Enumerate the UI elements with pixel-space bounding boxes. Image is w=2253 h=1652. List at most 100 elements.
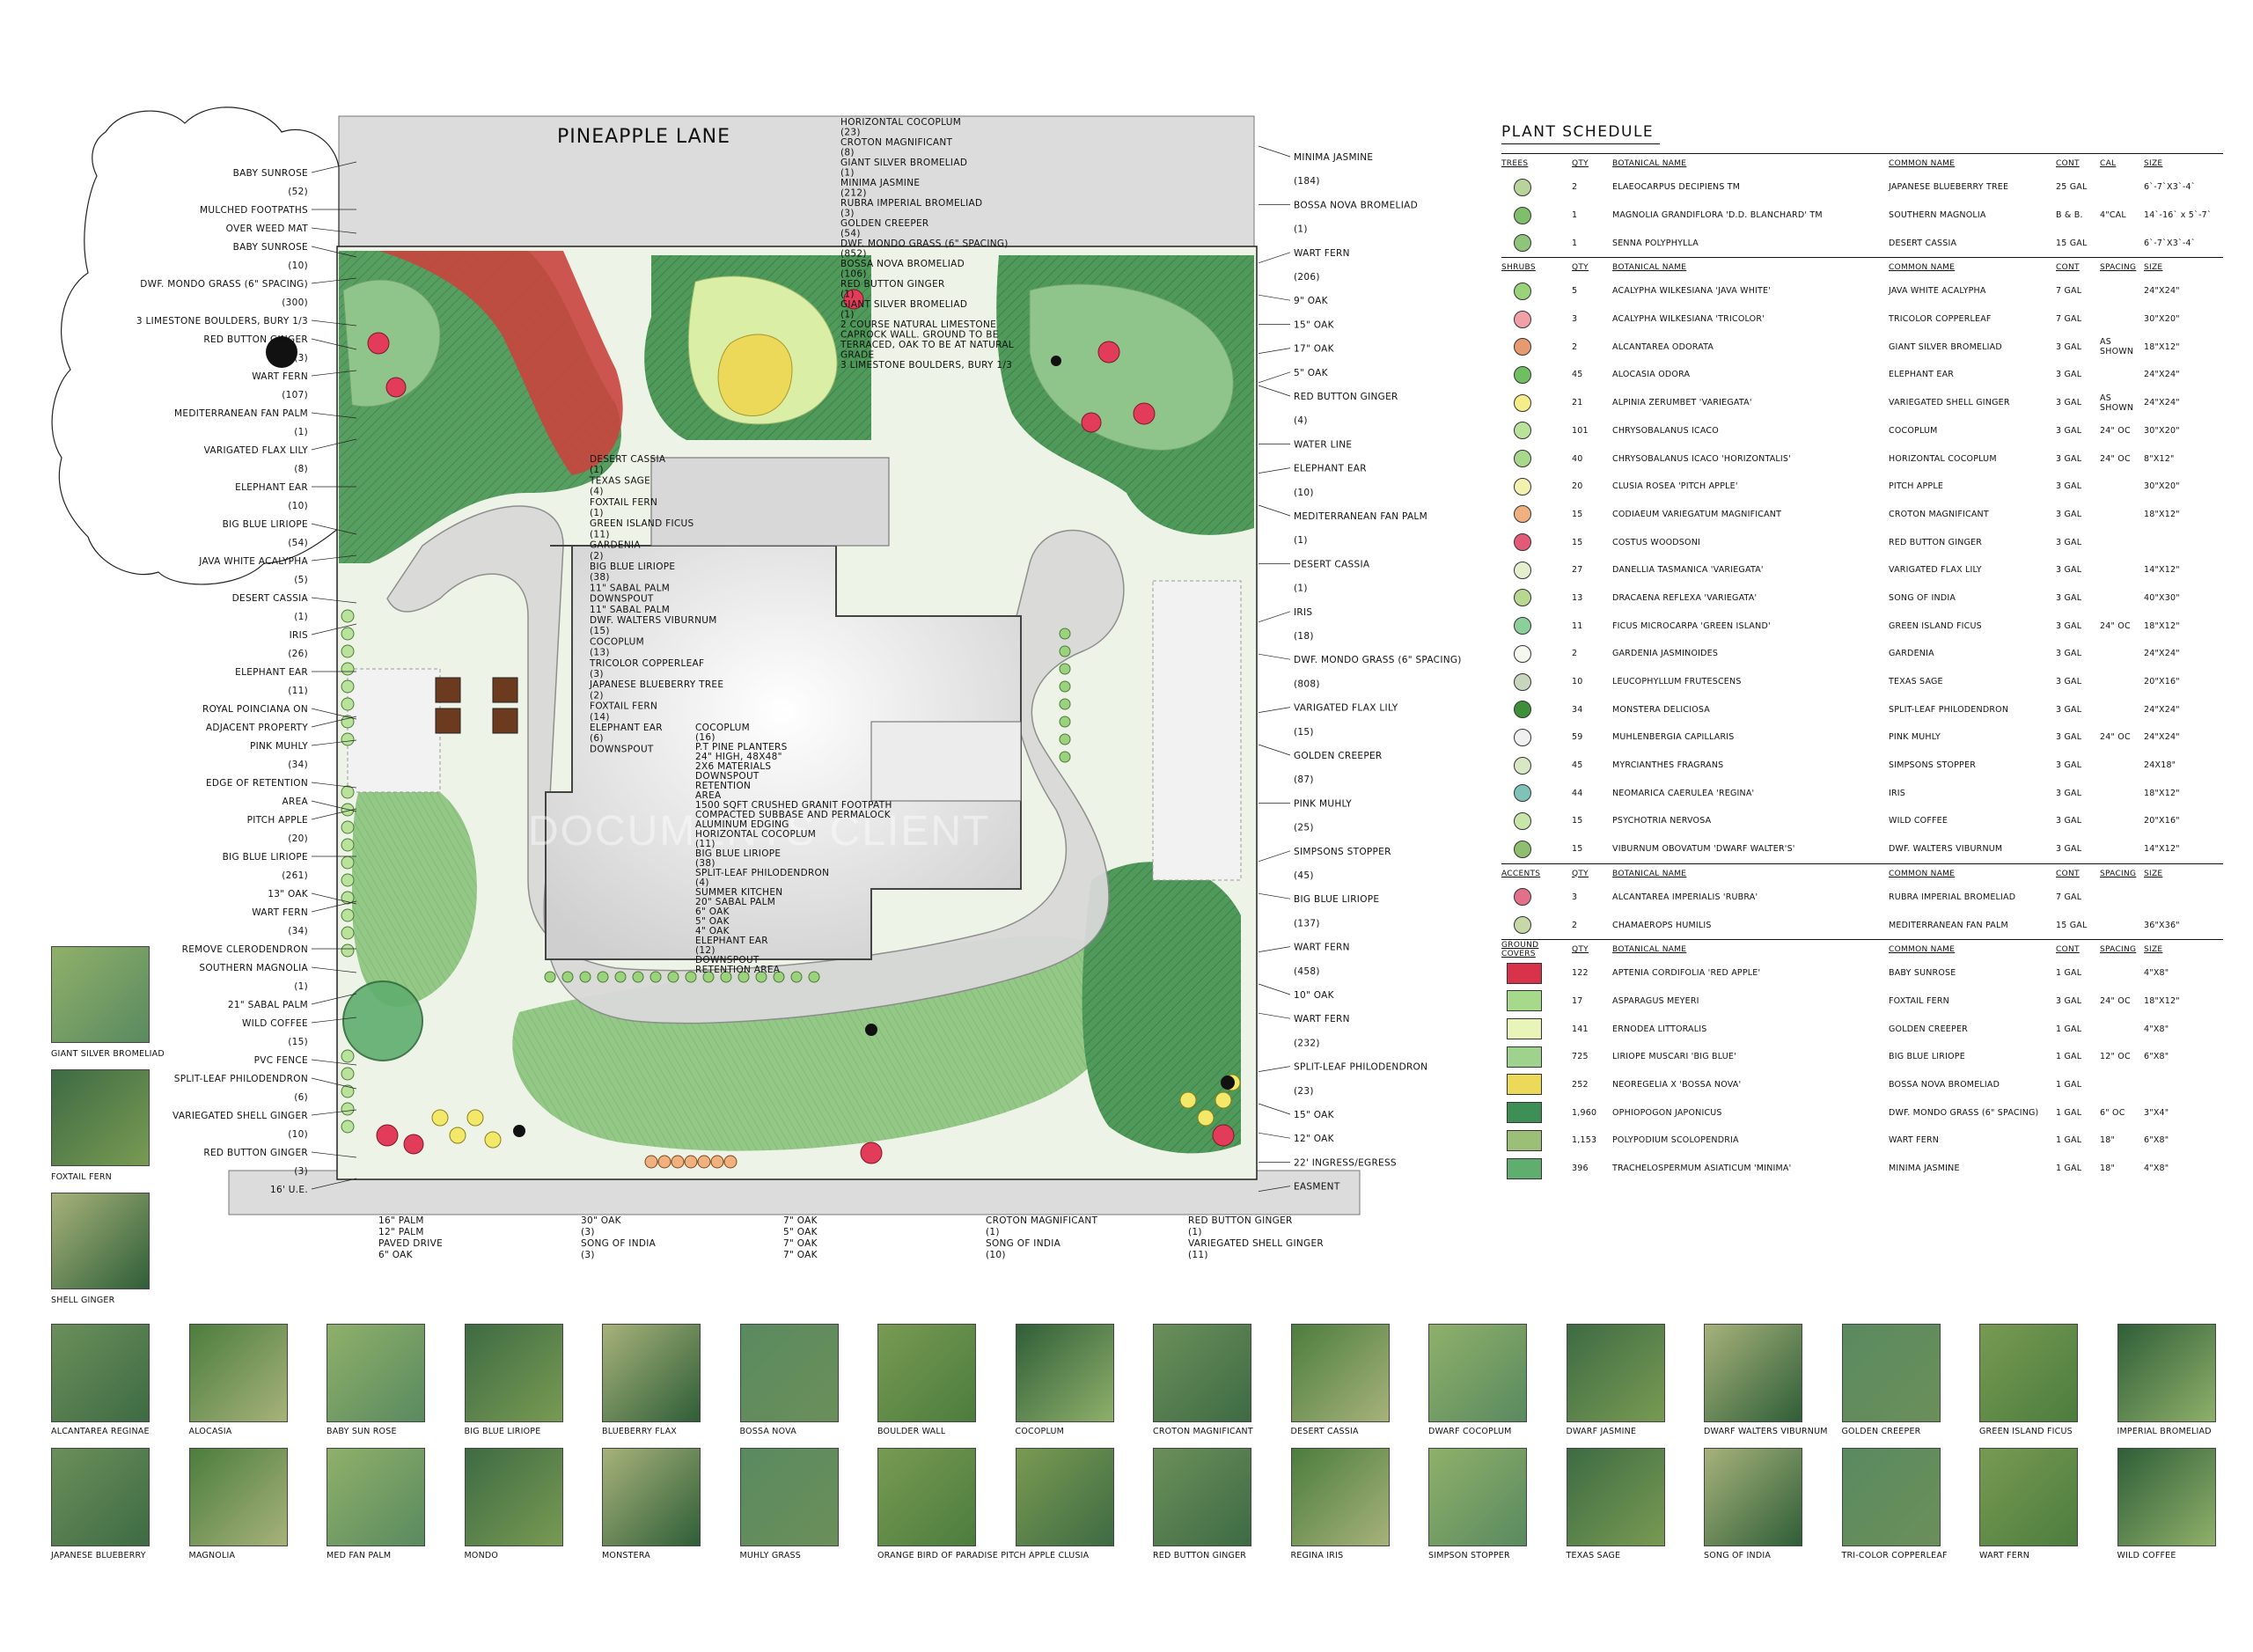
schedule-header-cell: COMMON NAME — [1889, 159, 1956, 168]
schedule-cell-size: 24"X24" — [2144, 704, 2180, 715]
plan-label: (10) — [288, 501, 308, 511]
house-footprint — [545, 545, 1022, 960]
plan-label: DWF. WALTERS VIBURNUM — [590, 615, 717, 626]
leader-line — [311, 623, 357, 635]
plan-label: (6) — [294, 1092, 308, 1103]
leader-line — [311, 438, 357, 451]
plant-photo-caption: IMPERIAL BROMELIAD — [2117, 1427, 2212, 1436]
plant-photo-caption: SIMPSON STOPPER — [1428, 1551, 1510, 1560]
schedule-cell-com: PINK MUHLY — [1889, 732, 1941, 743]
schedule-header-cell: CONT — [2056, 263, 2080, 273]
plant-photo-caption: MED FAN PALM — [327, 1551, 392, 1560]
oak-trunks — [513, 356, 1235, 1137]
hedge-right — [1059, 628, 1071, 763]
plan-label: (10) — [1294, 488, 1314, 498]
plan-label: PAVED DRIVE — [378, 1238, 443, 1249]
plant-photo-caption: ALCANTAREA REGINAE — [51, 1427, 150, 1436]
schedule-cell-qty: 2 — [1572, 341, 1578, 352]
plant-symbol-icon — [1514, 672, 1531, 691]
schedule-cell-size: 18"X12" — [2144, 995, 2180, 1006]
schedule-cell-size: 24"X24" — [2144, 398, 2180, 408]
plan-label: (15) — [288, 1037, 308, 1047]
schedule-cell-bot: PSYCHOTRIA NERVOSA — [1612, 816, 1712, 826]
plant-photo — [464, 1448, 563, 1546]
plan-label: (38) — [695, 858, 716, 869]
leader-line — [311, 1109, 357, 1116]
schedule-cell-com: RED BUTTON GINGER — [1889, 537, 1983, 547]
schedule-cell-cont: 3 GAL — [2056, 649, 2082, 659]
plan-label: 11" SABAL PALM — [590, 605, 670, 615]
plan-label: 6" OAK — [378, 1250, 414, 1260]
leader-line — [1258, 467, 1291, 474]
schedule-cell-cal: AS SHOWN — [2100, 337, 2134, 357]
plant-photo-caption: FOXTAIL FERN — [51, 1172, 112, 1182]
schedule-cell-qty: 13 — [1572, 592, 1583, 603]
schedule-cell-qty: 725 — [1572, 1052, 1589, 1062]
schedule-header-cell: BOTANICAL NAME — [1612, 159, 1687, 168]
plan-label: RED BUTTON GINGER — [203, 1148, 308, 1158]
schedule-cell-qty: 34 — [1572, 704, 1583, 715]
plan-label: (300) — [282, 297, 308, 308]
leader-line — [1258, 707, 1291, 713]
schedule-cell-bot: OPHIOPOGON JAPONICUS — [1612, 1107, 1722, 1118]
schedule-cell-com: VARIGATED FLAX LILY — [1889, 565, 1982, 576]
schedule-cell-qty: 3 — [1572, 314, 1578, 325]
plan-label: AREA — [695, 790, 722, 801]
plan-label: MEDITERRANEAN FAN PALM — [1294, 511, 1427, 522]
schedule-cell-bot: APTENIA CORDIFOLIA 'RED APPLE' — [1612, 968, 1761, 979]
plan-label: DOWNSPOUT — [590, 594, 654, 605]
plant-photo — [877, 1324, 976, 1422]
schedule-cell-size: 6`-7`X3`-4` — [2144, 182, 2196, 193]
plan-label: 16' U.E. — [270, 1185, 308, 1195]
leader-line — [1258, 983, 1291, 995]
plant-photo — [602, 1324, 701, 1422]
plan-label: HORIZONTAL COCOPLUM — [840, 117, 961, 128]
schedule-cell-qty: 101 — [1572, 425, 1589, 436]
plant-symbol-icon — [1514, 728, 1531, 746]
schedule-cell-bot: CLUSIA ROSEA 'PITCH APPLE' — [1612, 481, 1738, 492]
leader-line — [311, 1151, 357, 1158]
plan-label: BIG BLUE LIRIOPE — [590, 562, 675, 572]
leader-line — [1258, 385, 1291, 397]
plan-label: (15) — [1294, 727, 1314, 738]
plant-photo-caption: BABY SUN ROSE — [327, 1427, 397, 1436]
plan-label: 4" OAK — [695, 926, 730, 936]
schedule-cell-cont: 7 GAL — [2056, 286, 2082, 297]
leader-line — [311, 739, 357, 746]
plant-symbol-icon — [1514, 178, 1531, 196]
plant-symbol-icon — [1507, 1157, 1542, 1179]
plan-label: 5" OAK — [695, 916, 730, 927]
plan-label: (184) — [1294, 176, 1320, 187]
schedule-cell-com: BIG BLUE LIRIOPE — [1889, 1052, 1965, 1062]
plan-label: MULCHED FOOTPATHS — [200, 205, 308, 216]
plan-label: (1) — [840, 290, 855, 300]
plan-label: BABY SUNROSE — [233, 168, 308, 179]
bed-top-left-lawn — [342, 279, 441, 407]
leader-line — [311, 782, 357, 789]
plan-label: AREA — [283, 797, 309, 807]
schedule-cell-size: 30"X20" — [2144, 425, 2180, 436]
schedule-cell-size: 6`-7`X3`-4` — [2144, 238, 2196, 248]
plan-label: BIG BLUE LIRIOPE — [223, 519, 308, 530]
street-band — [338, 115, 1255, 256]
schedule-cell-cont: 7 GAL — [2056, 892, 2082, 902]
schedule-cell-size: 24"X24" — [2144, 370, 2180, 380]
schedule-cell-size: 4"X8" — [2144, 968, 2169, 979]
plan-label: RETENTION — [695, 781, 751, 791]
plant-photo-caption: SHELL GINGER — [51, 1296, 115, 1305]
plan-label: SUMMER KITCHEN — [695, 887, 782, 898]
plan-label: (52) — [288, 187, 308, 197]
schedule-header-cell: GROUND COVERS — [1501, 940, 1539, 958]
plan-label: 7" OAK — [783, 1250, 818, 1260]
plan-label: TRICOLOR COPPERLEAF — [589, 658, 704, 669]
plan-label: VARIEGATED SHELL GINGER — [172, 1111, 308, 1121]
plant-photo-caption: DWARF JASMINE — [1566, 1427, 1637, 1436]
leader-line — [1258, 946, 1291, 952]
